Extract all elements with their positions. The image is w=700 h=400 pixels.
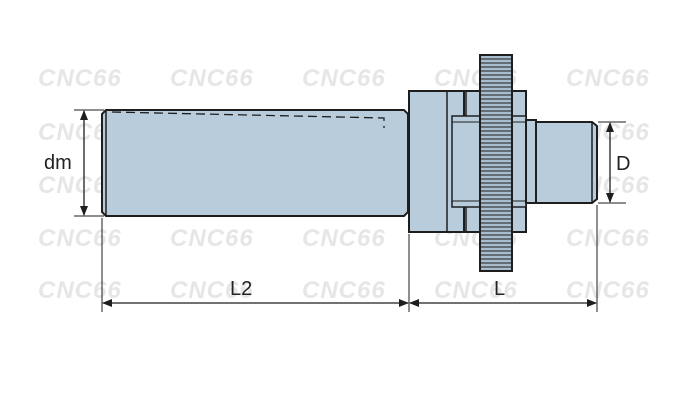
watermark-text: CNC66 (566, 277, 650, 304)
dimension-dm: dm (44, 109, 104, 217)
watermark-text: CNC66 (566, 225, 650, 252)
front-spigot (525, 119, 598, 204)
dim-label-D: D (616, 153, 630, 175)
watermark-text: CNC66 (302, 277, 386, 304)
watermark-text: CNC66 (434, 277, 518, 304)
watermark-text: CNC66 (302, 65, 386, 92)
dimension-D: D (598, 121, 630, 204)
watermark-text: CNC66 (566, 65, 650, 92)
taper-shank (101, 109, 409, 217)
watermark-text: CNC66 (170, 225, 254, 252)
watermark-text: CNC66 (38, 277, 122, 304)
watermark-text: CNC66 (38, 65, 122, 92)
dimension-lengths: L2 L (101, 205, 598, 312)
watermark-text: CNC66 (302, 225, 386, 252)
dim-label-dm: dm (44, 152, 72, 174)
gear-ring (479, 54, 513, 272)
dim-label-L2: L2 (230, 278, 252, 300)
watermark-text: CNC66 (38, 225, 122, 252)
dim-label-L: L (494, 278, 505, 300)
watermark-text: CNC66 (170, 65, 254, 92)
